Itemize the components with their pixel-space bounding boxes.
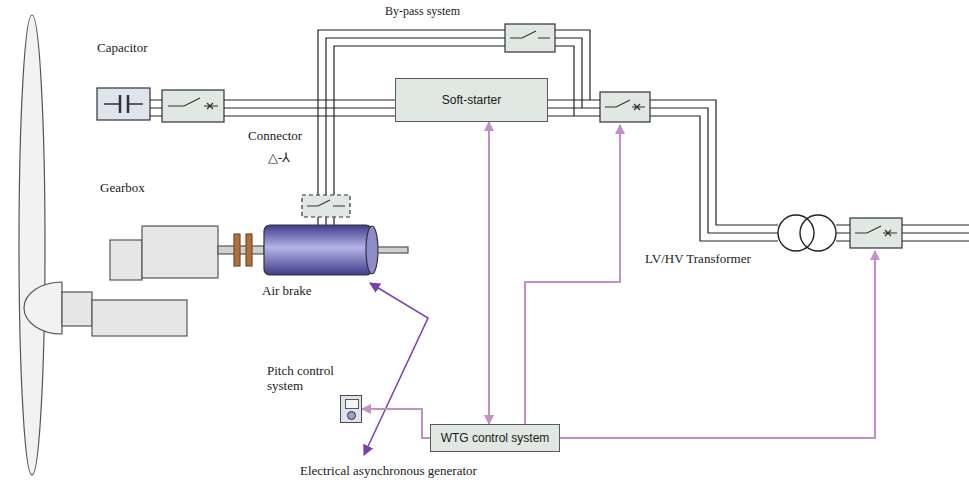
generator-end-cap (366, 226, 378, 274)
capacitor-breaker (162, 90, 224, 122)
generator-wire (318, 217, 334, 225)
grid-wire (836, 225, 850, 241)
part-label: By-pass system (385, 3, 460, 19)
control-line (525, 125, 620, 424)
nacelle-frame (92, 300, 187, 336)
generator-shaft (378, 247, 408, 253)
part-label: Capacitor (97, 40, 148, 56)
bus-wire (650, 100, 778, 241)
transformer (778, 215, 836, 251)
part-label: Connector (248, 128, 302, 144)
capacitor-box (97, 88, 150, 120)
control-signal (488, 122, 490, 424)
bypass-switch (505, 24, 555, 52)
bus-wire (150, 100, 162, 116)
grid-wire (902, 225, 969, 241)
part-label: △-⅄ (268, 150, 290, 166)
transformer-winding (778, 215, 814, 251)
part-label: Gearbox (100, 180, 145, 196)
wind-turbine (19, 15, 408, 475)
part-label: Electrical asynchronous generator (300, 463, 477, 479)
main-shaft-housing (62, 292, 92, 326)
bus-wire (224, 100, 395, 116)
air-brake-disc (234, 234, 240, 266)
breaker-symbol (168, 98, 218, 109)
rotor-blade (19, 15, 45, 475)
process-box: Soft-starter (395, 78, 548, 122)
control-line (560, 251, 875, 438)
leader-line (364, 283, 428, 455)
breaker-symbol (605, 100, 645, 110)
box-label: Soft-starter (442, 93, 501, 107)
control-signal (362, 409, 430, 438)
asynchronous-generator (264, 225, 372, 275)
air-brake-disc (246, 234, 252, 266)
control-signals (525, 125, 875, 438)
capacitor-symbol (104, 103, 143, 105)
power-wiring (150, 30, 969, 241)
control-box: WTG control system (430, 424, 560, 452)
high-speed-shaft (218, 246, 264, 254)
grid-breaker (850, 218, 902, 248)
switch-symbol (307, 200, 345, 206)
gearbox-input (110, 240, 142, 280)
hub (24, 282, 62, 334)
star-delta-connector (302, 195, 350, 217)
control-panel (345, 399, 359, 409)
switch-symbol (510, 31, 550, 38)
control-knob (347, 411, 356, 420)
capacitor-bank (97, 88, 150, 120)
part-label: LV/HV Transformer (645, 251, 751, 267)
transformer-winding (800, 215, 836, 251)
component-label: Pitch control system (267, 363, 339, 393)
breaker-symbol (855, 226, 897, 236)
line-breaker (600, 92, 650, 122)
switchgear (162, 24, 902, 248)
capacitor-symbol (120, 95, 128, 113)
part-label: Air brake (262, 283, 311, 299)
box-label: WTG control system (441, 431, 550, 445)
bypass-wire (318, 30, 590, 195)
pitch-control-unit: Pitch control system (340, 395, 362, 423)
gearbox (142, 226, 218, 278)
